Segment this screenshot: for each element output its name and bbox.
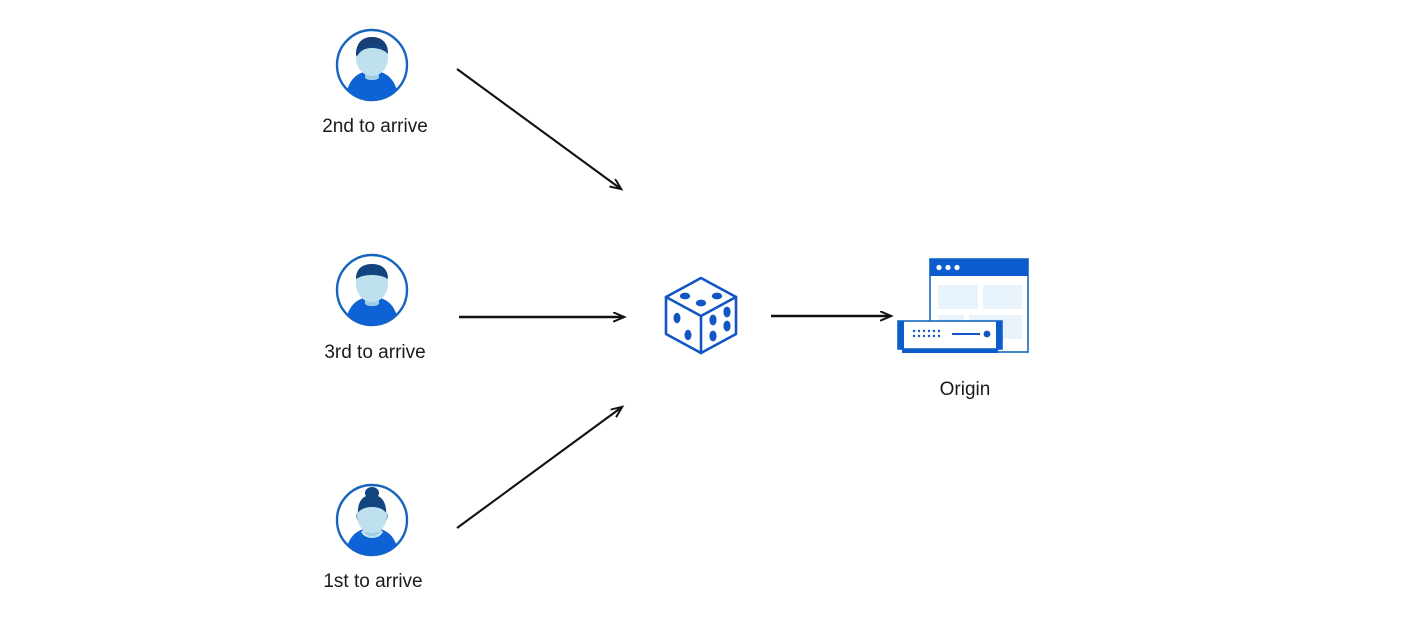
arrow-client-1st-to-dice xyxy=(456,407,622,529)
user-avatar-icon xyxy=(335,253,409,327)
server-device-icon xyxy=(897,320,1003,353)
browser-window-and-server-icon xyxy=(897,258,1029,353)
client-node-2nd xyxy=(334,27,410,103)
client-label-3rd: 3rd to arrive xyxy=(324,342,426,363)
dice-icon xyxy=(664,276,738,355)
client-label-2nd: 2nd to arrive xyxy=(322,116,428,137)
arrow-client-2nd-to-dice xyxy=(456,68,621,189)
origin-label: Origin xyxy=(939,379,991,400)
user-avatar-icon xyxy=(335,483,409,557)
origin-node xyxy=(890,255,1030,355)
client-node-1st xyxy=(334,482,410,558)
random-selector-node xyxy=(658,272,744,358)
client-node-3rd xyxy=(334,252,410,328)
client-label-1st: 1st to arrive xyxy=(323,571,423,592)
user-avatar-icon xyxy=(335,28,409,102)
